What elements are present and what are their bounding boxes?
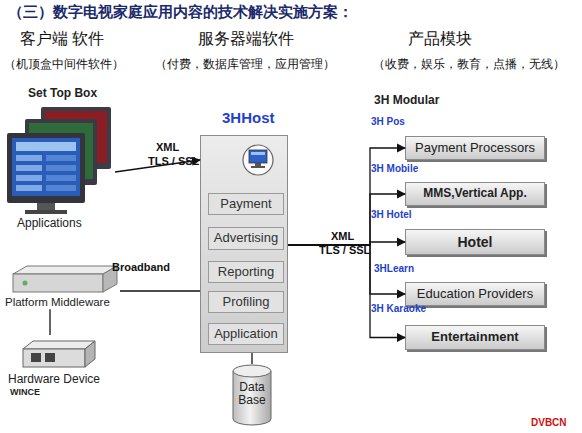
hardware-device-illustration bbox=[23, 341, 95, 367]
group-label: 3H Modular bbox=[374, 94, 439, 108]
database-label: Data Base bbox=[232, 364, 272, 407]
module-box: Education Providers bbox=[405, 282, 545, 306]
connector bbox=[251, 353, 252, 364]
module-label: Hotel bbox=[458, 234, 493, 250]
device-label: Applications bbox=[5, 217, 115, 231]
module-name: 3H Mobile bbox=[371, 163, 418, 175]
illustration bbox=[5, 262, 120, 296]
column-heading: 客户端 软件 bbox=[20, 30, 104, 48]
protocol-label: TLS / SSL bbox=[148, 155, 199, 168]
protocol-label: XML bbox=[156, 141, 179, 154]
module-label: MMS,Vertical App. bbox=[423, 187, 527, 201]
column-subheading: （机顶盒中间件软件） bbox=[4, 58, 124, 72]
connector bbox=[49, 309, 50, 335]
module-name: 3H Karaoke bbox=[371, 303, 426, 315]
service-label: Reporting bbox=[218, 265, 274, 280]
module-box: Hotel bbox=[405, 229, 545, 255]
tv-screens-illustration bbox=[7, 107, 111, 214]
module-box: MMS,Vertical App. bbox=[405, 182, 545, 206]
service-label: Payment bbox=[220, 197, 271, 212]
module-name: 3HLearn bbox=[374, 263, 414, 275]
protocol-label: TLS / SSL bbox=[319, 244, 370, 257]
watermark: DVBCN bbox=[531, 417, 567, 429]
page-title: （三）数字电视家庭应用内容的技术解决实施方案： bbox=[8, 3, 353, 20]
device-label: Hardware Device bbox=[5, 373, 120, 387]
server-name: 3HHost bbox=[222, 109, 275, 126]
module-box: Payment Processors bbox=[405, 136, 545, 160]
server-box: 3HHostPaymentAdvertisingReportingProfili… bbox=[200, 135, 288, 353]
connector bbox=[288, 245, 405, 338]
service-box: Profiling bbox=[208, 291, 284, 313]
service-box: Reporting bbox=[208, 261, 284, 283]
connector bbox=[120, 290, 200, 291]
module-box: Entertainment bbox=[405, 325, 545, 350]
column-heading: 产品模块 bbox=[408, 30, 472, 48]
service-label: Application bbox=[214, 327, 278, 342]
service-box: Payment bbox=[208, 193, 284, 215]
module-label: Entertainment bbox=[431, 330, 518, 345]
protocol-label: XML bbox=[331, 230, 354, 243]
service-box: Application bbox=[208, 323, 284, 345]
service-label: Advertising bbox=[214, 231, 278, 246]
connector-label: Broadband bbox=[112, 261, 170, 274]
service-box: Advertising bbox=[208, 227, 284, 250]
middleware-device: Platform Middleware bbox=[5, 262, 120, 309]
module-label: Education Providers bbox=[417, 287, 533, 302]
module-label: Payment Processors bbox=[415, 141, 535, 156]
set-top-box-illustration bbox=[13, 266, 117, 292]
column-heading: 服务器端软件 bbox=[198, 30, 294, 48]
service-label: Profiling bbox=[223, 295, 270, 310]
database-cylinder: Data Base bbox=[232, 364, 272, 426]
column-subheading: （付费，数据库管理，应用管理） bbox=[155, 58, 335, 72]
column-subheading: （收费，娱乐，教育，点播，无线） bbox=[373, 58, 565, 72]
device-label: Platform Middleware bbox=[5, 296, 120, 309]
hardware-device: Hardware DeviceWINCE bbox=[5, 335, 120, 397]
module-name: 3H Pos bbox=[371, 116, 405, 128]
illustration bbox=[5, 105, 115, 217]
connector bbox=[288, 148, 405, 245]
application-screens: Applications bbox=[5, 105, 115, 231]
group-label: Set Top Box bbox=[28, 87, 97, 101]
device-label: WINCE bbox=[5, 387, 120, 397]
module-name: 3H Hotel bbox=[371, 209, 412, 221]
illustration bbox=[5, 335, 120, 373]
